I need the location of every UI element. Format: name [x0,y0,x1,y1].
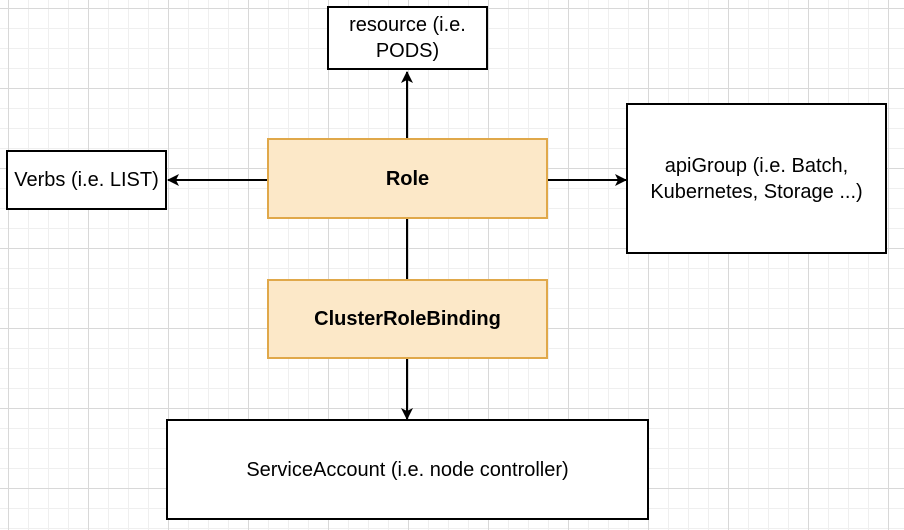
clusterrolebinding-node: ClusterRoleBinding [267,279,548,359]
clusterrolebinding-label: ClusterRoleBinding [314,308,501,330]
resource-label: resource (i.e. PODS) [349,14,466,62]
apigroup-label: apiGroup (i.e. Batch, Kubernetes, Storag… [650,154,863,203]
apigroup-node: apiGroup (i.e. Batch, Kubernetes, Storag… [626,103,887,254]
serviceaccount-label: ServiceAccount (i.e. node controller) [246,458,569,481]
role-label: Role [385,167,430,190]
verbs-node: Verbs (i.e. LIST) [6,150,167,210]
resource-node: resource (i.e. PODS) [327,6,488,70]
serviceaccount-node: ServiceAccount (i.e. node controller) [166,419,649,520]
role-node: Role [267,138,548,219]
verbs-label: Verbs (i.e. LIST) [14,169,159,191]
